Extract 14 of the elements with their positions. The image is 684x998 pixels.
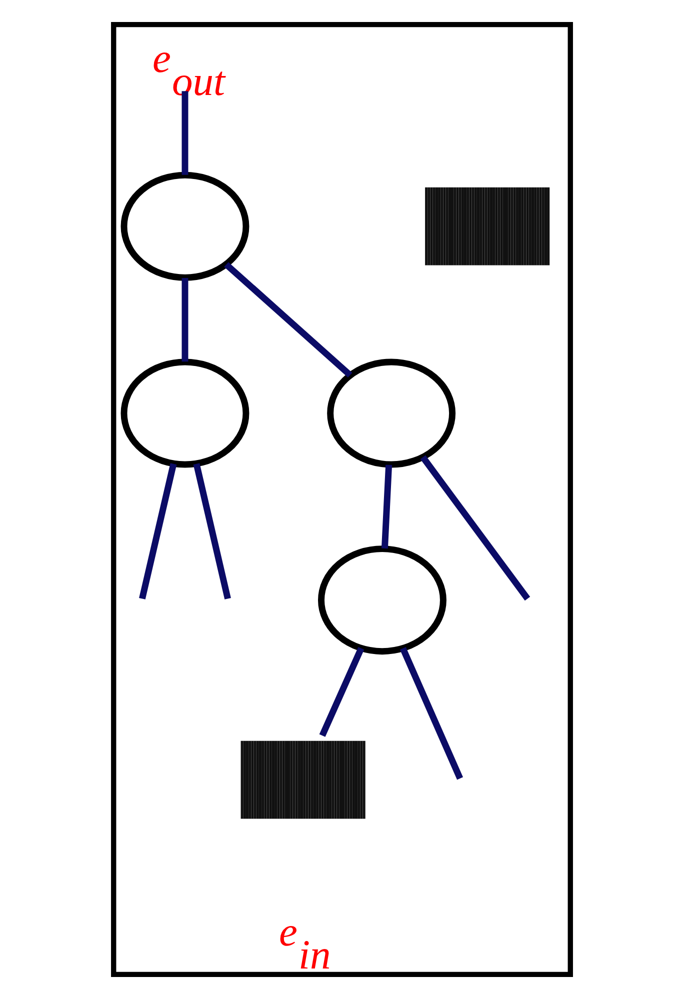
connector bbox=[381, 464, 392, 548]
cluster bbox=[111, 21, 573, 977]
connector bbox=[193, 462, 231, 599]
node-circle bbox=[120, 171, 250, 280]
connector bbox=[224, 262, 352, 378]
connector bbox=[400, 646, 464, 780]
connector bbox=[420, 454, 530, 600]
connector bbox=[319, 646, 364, 736]
connector bbox=[139, 462, 177, 599]
node-circle bbox=[120, 358, 250, 468]
connector bbox=[182, 278, 188, 362]
node-circle bbox=[327, 358, 456, 468]
node-circle bbox=[318, 545, 446, 654]
connector bbox=[182, 90, 188, 174]
